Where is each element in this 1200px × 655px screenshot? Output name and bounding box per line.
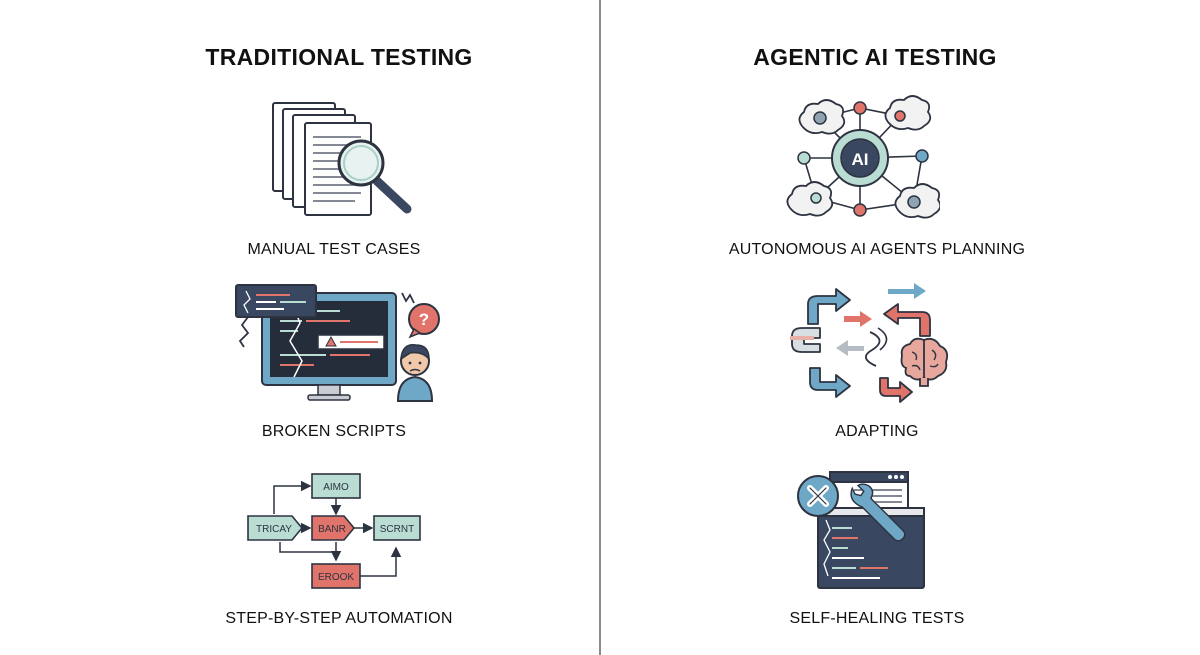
flowchart-diagram: AIMO TRICAY BANR SCRNT EROOK xyxy=(247,473,421,589)
svg-text:SCRNT: SCRNT xyxy=(380,524,414,535)
svg-text:AIMO: AIMO xyxy=(323,482,349,493)
right-column-title: AGENTIC AI TESTING xyxy=(753,44,997,70)
autonomous-ai-agents-label: AUTONOMOUS AI AGENTS PLANNING xyxy=(728,241,1026,258)
left-column-title: TRADITIONAL TESTING xyxy=(205,44,473,70)
flow-node-scrnt: SCRNT xyxy=(373,515,421,541)
flow-node-erook: EROOK xyxy=(311,563,361,589)
column-divider xyxy=(599,0,601,655)
adapting-label: ADAPTING xyxy=(835,423,919,440)
broken-scripts-monitor-icon: ? xyxy=(235,284,440,402)
broken-scripts-label: BROKEN SCRIPTS xyxy=(261,423,407,440)
flow-node-aimo: AIMO xyxy=(311,473,361,499)
step-by-step-automation-label: STEP-BY-STEP AUTOMATION xyxy=(225,610,453,627)
manual-test-cases-label: MANUAL TEST CASES xyxy=(247,241,421,258)
svg-text:TRICAY: TRICAY xyxy=(256,524,292,535)
flow-node-banr: BANR xyxy=(311,515,356,541)
adapting-arrows-brain-icon xyxy=(790,283,949,403)
flow-node-tricay: TRICAY xyxy=(247,515,304,541)
ai-network-icon: AI xyxy=(786,95,940,219)
self-healing-tests-label: SELF-HEALING TESTS xyxy=(789,610,965,627)
svg-text:EROOK: EROOK xyxy=(318,572,354,583)
self-healing-windows-icon xyxy=(797,471,925,589)
ai-badge-text: AI xyxy=(852,150,869,169)
svg-text:BANR: BANR xyxy=(318,524,346,535)
documents-magnifier-icon xyxy=(272,102,412,216)
svg-text:?: ? xyxy=(419,310,429,329)
